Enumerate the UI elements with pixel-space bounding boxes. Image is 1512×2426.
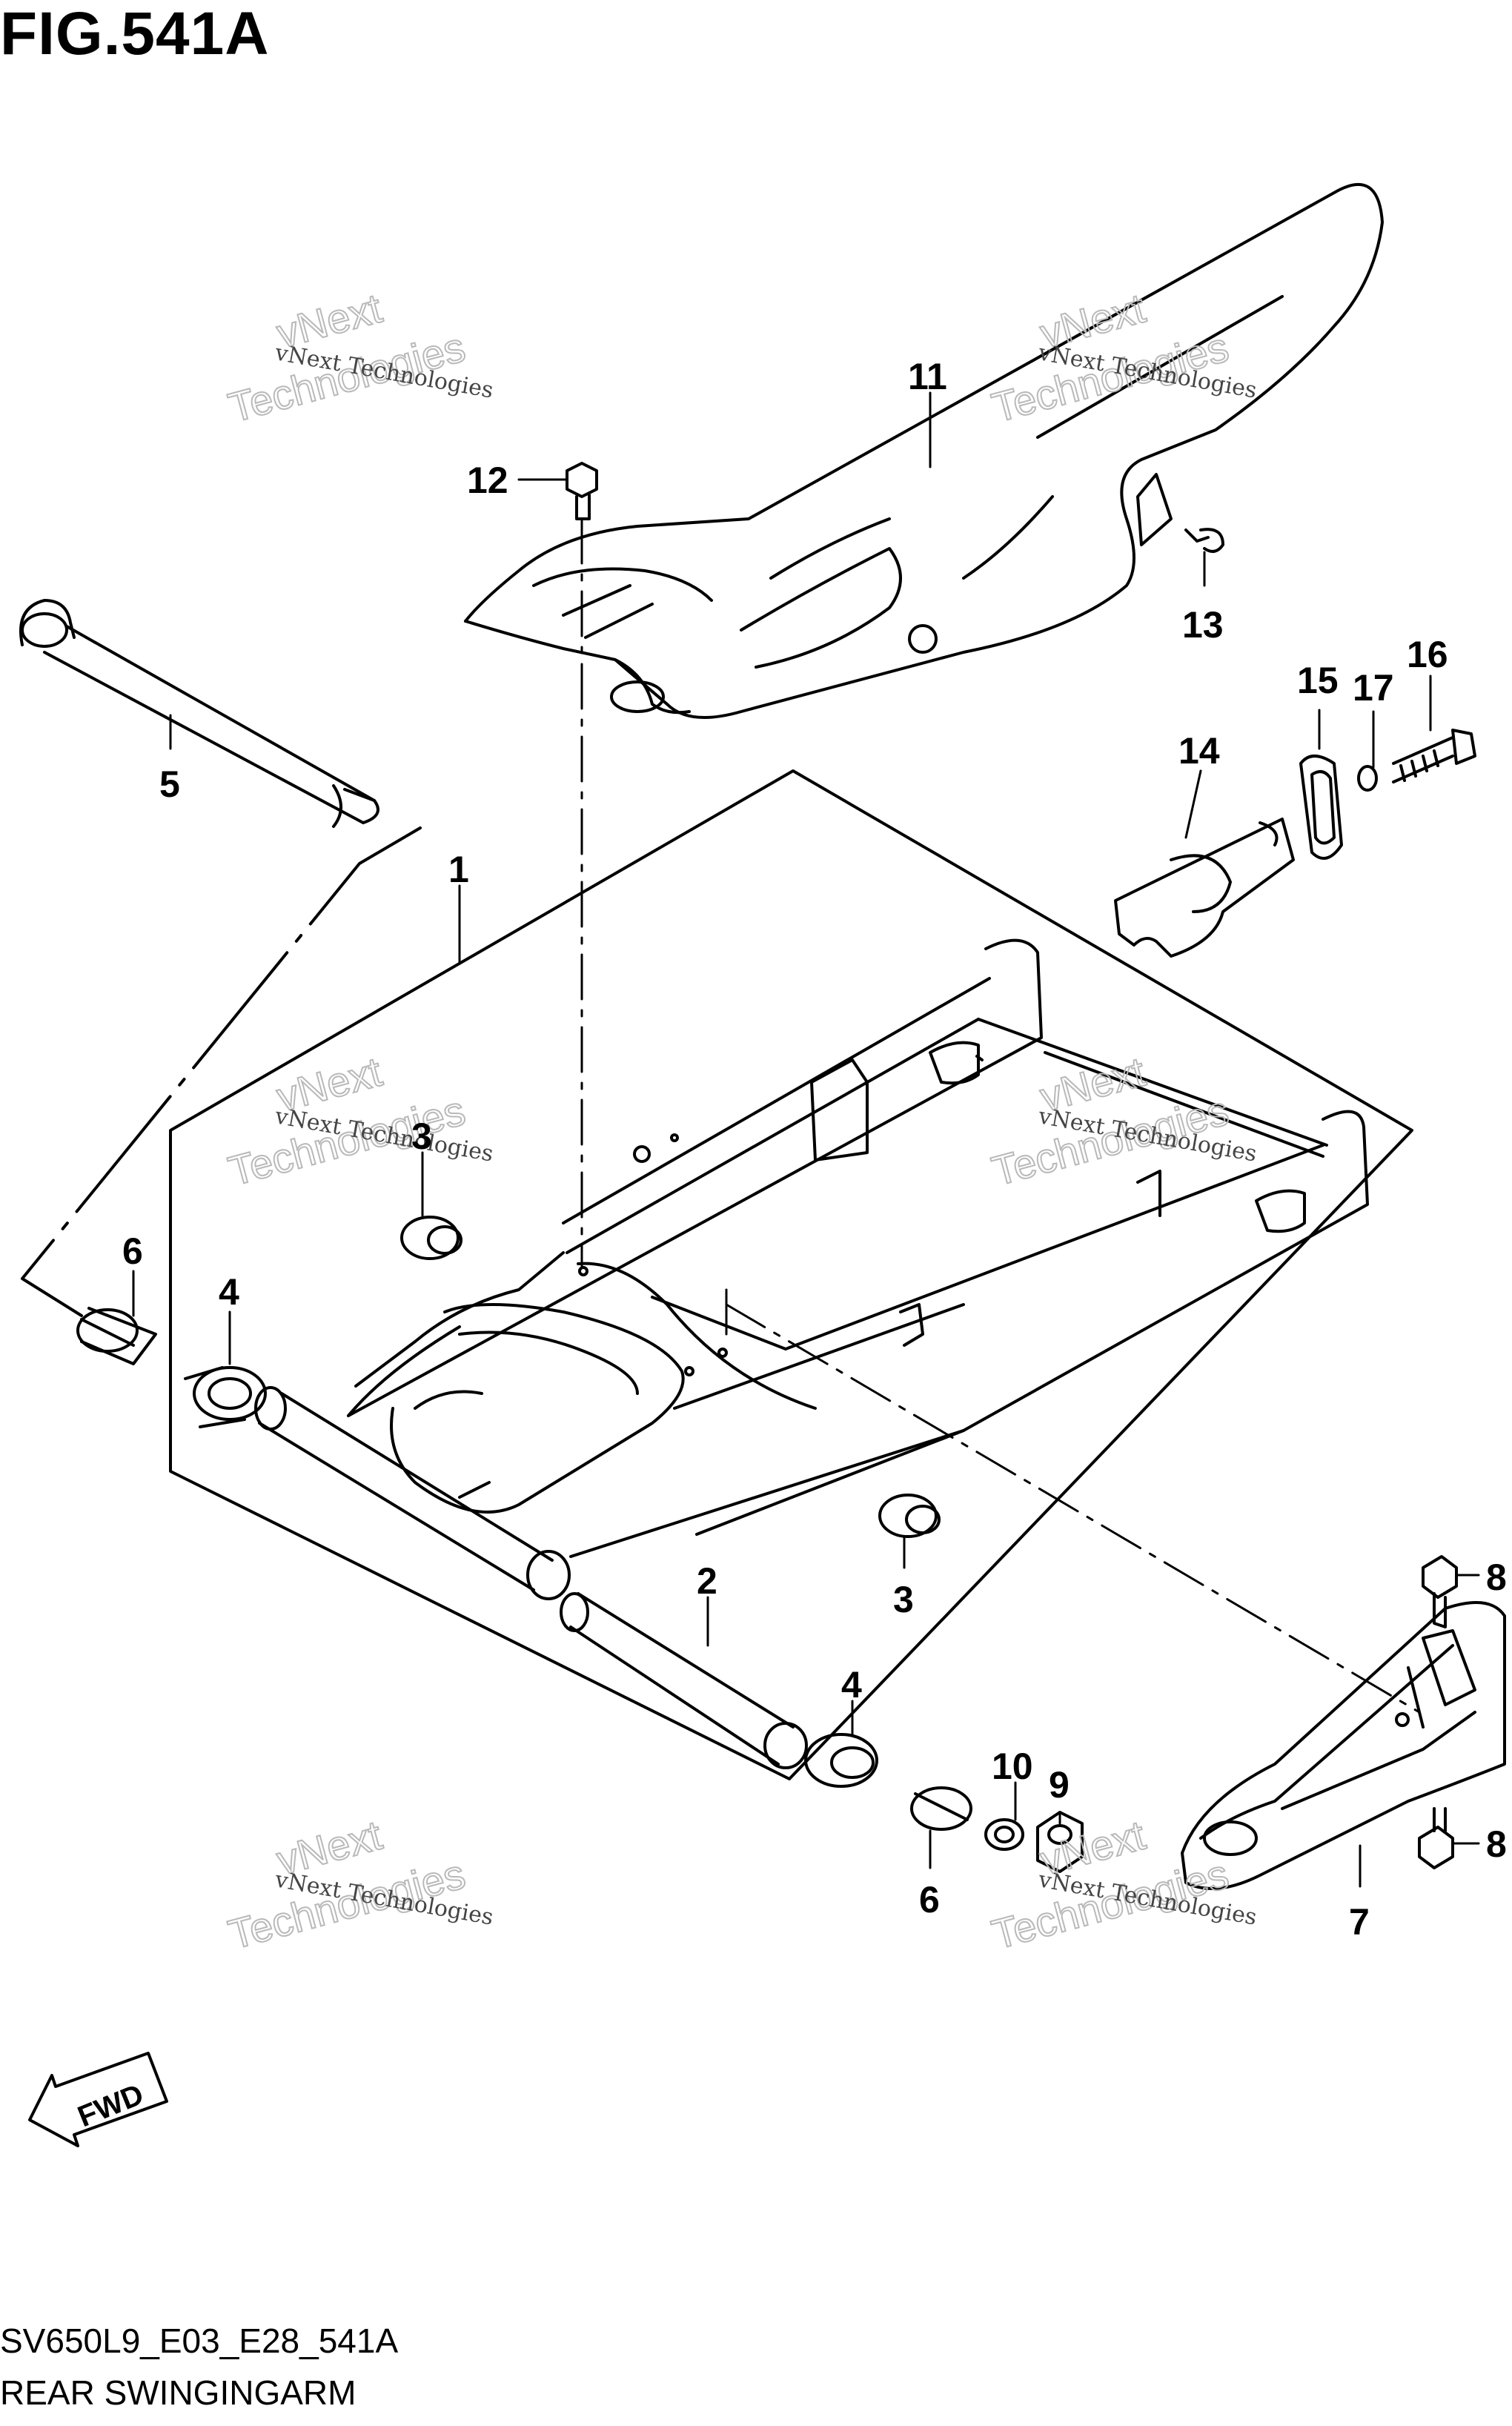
callout-12: 12	[467, 460, 508, 501]
callout-4-left: 4	[219, 1271, 239, 1313]
bolt-8-lower	[1418, 1807, 1454, 1869]
spacer-2	[560, 1592, 808, 1769]
callout-10: 10	[992, 1746, 1033, 1787]
chain-slider-bracket	[1114, 818, 1295, 958]
bushing-4-right	[804, 1733, 878, 1788]
callout-16: 16	[1407, 634, 1448, 675]
bushing-4-left	[184, 1366, 267, 1428]
fwd-label: FWD	[73, 2078, 148, 2133]
callout-7: 7	[1349, 1901, 1370, 1943]
callout-3-lower: 3	[893, 1579, 914, 1620]
callout-5: 5	[159, 763, 180, 805]
callout-8-lower: 8	[1486, 1823, 1507, 1865]
callout-11: 11	[908, 356, 947, 397]
callout-17: 17	[1353, 667, 1394, 709]
swingarm-body	[254, 938, 1369, 1600]
diagram-code: SV650L9_E03_E28_541A	[0, 2321, 399, 2360]
fwd-arrow-icon	[28, 2052, 168, 2147]
ring-17	[1357, 765, 1378, 792]
bushing-3-upper	[400, 1216, 462, 1260]
callout-13: 13	[1182, 604, 1224, 646]
bushing-3-lower	[878, 1494, 941, 1538]
callout-15: 15	[1297, 660, 1339, 701]
chain-adjuster-plate	[1181, 1601, 1506, 1890]
callout-4-right: 4	[841, 1664, 862, 1706]
callout-3-upper: 3	[411, 1116, 432, 1157]
cushion-15	[1299, 755, 1343, 860]
chain-guard	[464, 182, 1384, 719]
callout-6-left: 6	[122, 1230, 143, 1272]
screw-13	[1184, 528, 1224, 553]
callout-14: 14	[1178, 730, 1220, 772]
pivot-axle	[19, 599, 379, 828]
leader-lines	[132, 391, 1480, 1888]
callout-1: 1	[448, 849, 469, 890]
bushing-6-left	[76, 1307, 157, 1365]
bolt-8-upper	[1422, 1555, 1458, 1628]
callout-labels: 1 2 3 3 4 4 5 6 6 7 8 8 9 10 11 12 13 14…	[122, 356, 1507, 1943]
callout-6-right: 6	[919, 1879, 940, 1920]
assembly-outline	[169, 769, 1413, 1780]
bolt-12	[566, 462, 598, 520]
callout-9: 9	[1049, 1764, 1070, 1806]
figure-title: FIG.541A	[0, 0, 270, 67]
callout-8-upper: 8	[1486, 1557, 1507, 1598]
washer-10	[984, 1818, 1024, 1851]
bolt-16	[1392, 729, 1476, 783]
bushing-6-right	[910, 1786, 972, 1831]
callout-2: 2	[697, 1560, 717, 1602]
axle-guide-line	[21, 826, 422, 1317]
diagram-name: REAR SWINGINGARM	[0, 2373, 357, 2412]
